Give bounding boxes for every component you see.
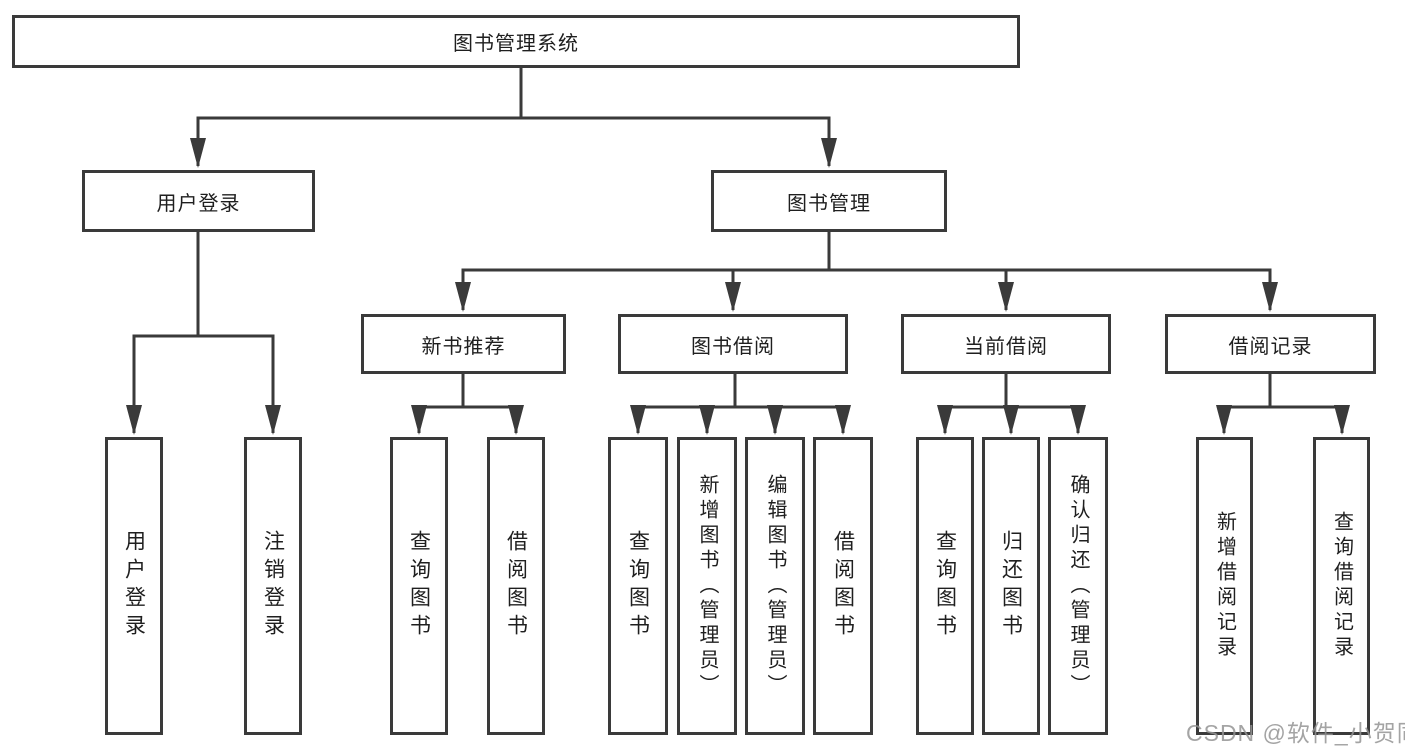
edge-book-mgmt-children (455, 232, 1278, 312)
node-nbr-borrow: 借阅图书 (487, 437, 545, 735)
node-user-login-label: 用户登录 (156, 192, 241, 215)
node-br-query: 查询借阅记录 (1313, 437, 1370, 735)
node-login-leaf-label: 用户登录 (122, 530, 146, 642)
node-borrow-records-label: 借阅记录 (1228, 335, 1313, 358)
edge-book-borrow-children (630, 374, 851, 435)
edge-borrow-records-children (1216, 374, 1350, 435)
node-book-mgmt-label: 图书管理 (787, 192, 871, 215)
node-nbr-query-label: 查询图书 (407, 530, 431, 642)
edge-root-children (190, 68, 837, 168)
node-root-label: 图书管理系统 (453, 33, 579, 55)
node-root: 图书管理系统 (12, 15, 1020, 68)
node-bb-borrow: 借阅图书 (813, 437, 873, 735)
edge-new-book-rec-children (411, 374, 524, 435)
node-bb-edit-label: 编辑图书（管理员） (764, 473, 786, 699)
node-bb-edit: 编辑图书（管理员） (745, 437, 805, 735)
node-nbr-borrow-label: 借阅图书 (504, 530, 528, 642)
node-bb-query: 查询图书 (608, 437, 668, 735)
node-br-add-label: 新增借阅记录 (1213, 511, 1236, 661)
node-bb-query-label: 查询图书 (626, 530, 650, 642)
node-br-query-label: 查询借阅记录 (1330, 511, 1353, 661)
node-current-borrow: 当前借阅 (901, 314, 1111, 374)
node-login-leaf: 用户登录 (105, 437, 163, 735)
node-borrow-records: 借阅记录 (1165, 314, 1376, 374)
node-logout-leaf-label: 注销登录 (261, 530, 285, 642)
node-cb-confirm-label: 确认归还（管理员） (1067, 473, 1089, 699)
node-new-book-rec: 新书推荐 (361, 314, 566, 374)
edge-current-borrow-children (937, 374, 1086, 435)
node-br-add: 新增借阅记录 (1196, 437, 1253, 735)
node-book-mgmt: 图书管理 (711, 170, 947, 232)
node-cb-confirm: 确认归还（管理员） (1048, 437, 1108, 735)
node-cb-query: 查询图书 (916, 437, 974, 735)
node-current-borrow-label: 当前借阅 (964, 335, 1048, 358)
node-cb-return: 归还图书 (982, 437, 1040, 735)
node-user-login: 用户登录 (82, 170, 315, 232)
node-bb-add: 新增图书（管理员） (677, 437, 737, 735)
node-nbr-query: 查询图书 (390, 437, 448, 735)
node-book-borrow-label: 图书借阅 (691, 335, 775, 358)
node-new-book-rec-label: 新书推荐 (421, 335, 506, 358)
csdn-watermark: CSDN @软件_小贺同学 (1186, 720, 1405, 746)
edge-user-login-children (126, 232, 281, 435)
node-cb-return-label: 归还图书 (999, 530, 1023, 642)
node-bb-add-label: 新增图书（管理员） (696, 473, 718, 699)
node-cb-query-label: 查询图书 (933, 530, 957, 642)
node-logout-leaf: 注销登录 (244, 437, 302, 735)
node-book-borrow: 图书借阅 (618, 314, 848, 374)
node-bb-borrow-label: 借阅图书 (831, 530, 855, 642)
